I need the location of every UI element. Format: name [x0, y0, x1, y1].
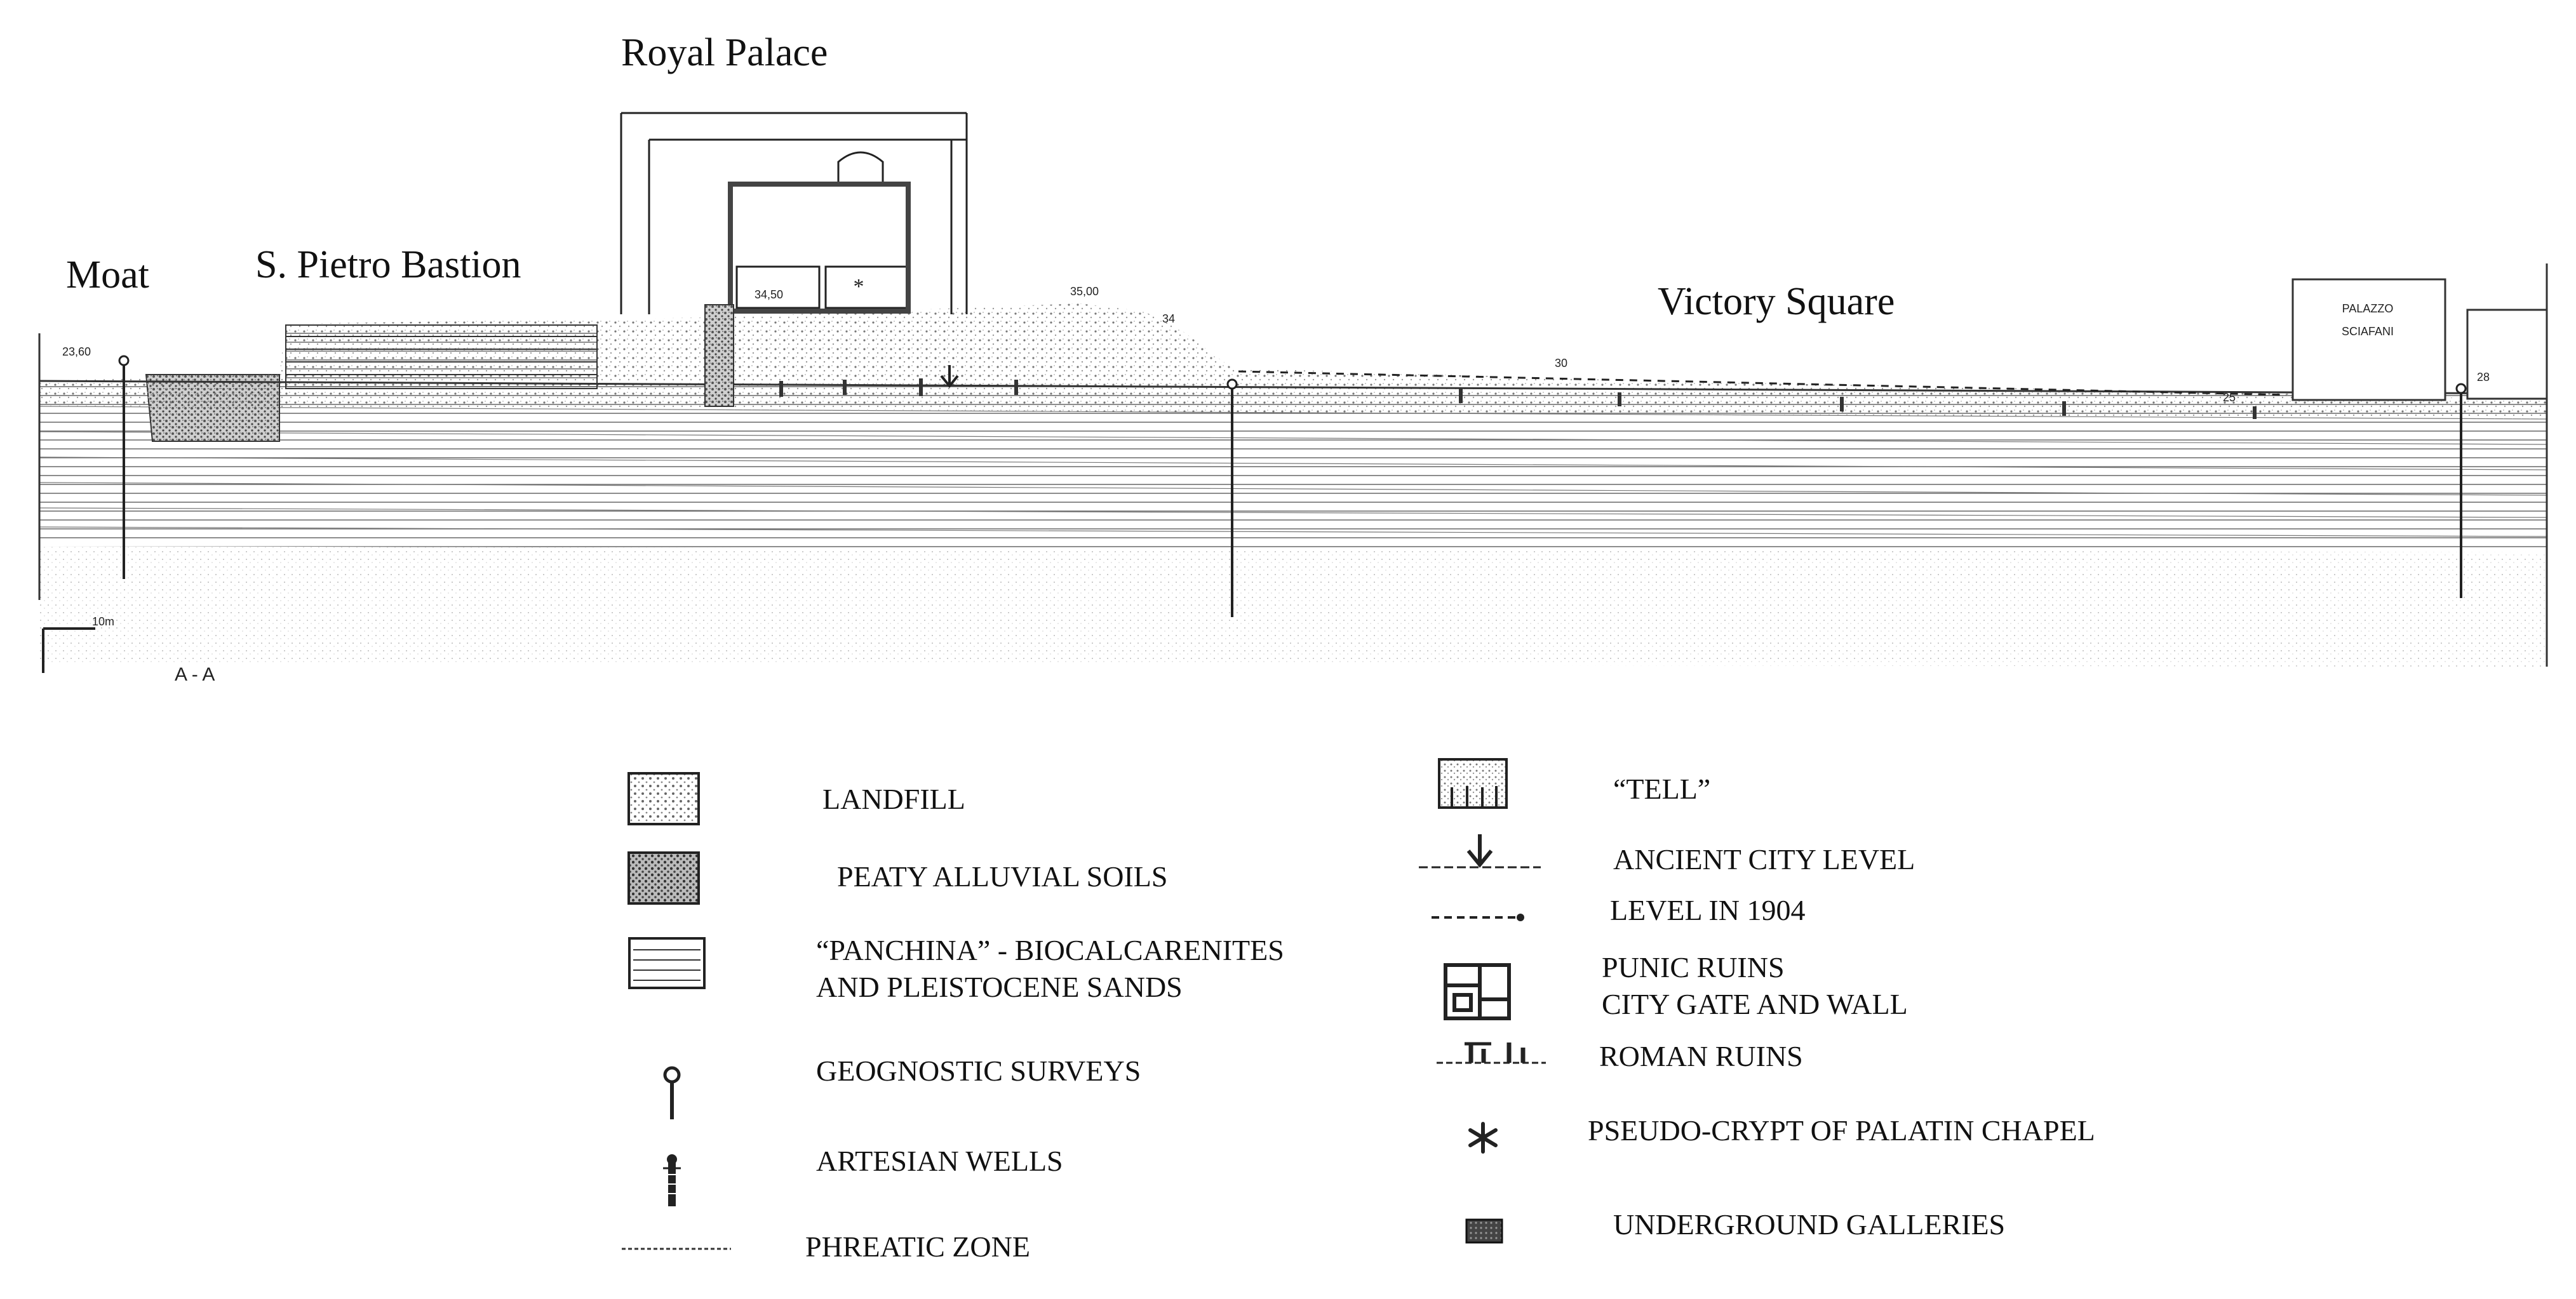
square-label: Victory Square	[1658, 280, 1895, 323]
legend-item-ancient-city-level: ANCIENT CITY LEVEL	[1613, 843, 1915, 876]
legend-item-peaty-soils: PEATY ALLUVIAL SOILS	[837, 860, 1168, 893]
crypt-asterisk-icon	[1468, 1122, 1498, 1154]
level-1904-icon	[1432, 914, 1524, 921]
legend-item-roman-ruins: ROMAN RUINS	[1599, 1040, 1803, 1072]
geological-cross-section: * PALAZZO SCIAFANI 23,60 34,50 35,00 34 …	[38, 112, 2548, 685]
legend-item-phreatic-zone: PHREATIC ZONE	[805, 1230, 1030, 1263]
scale-bar-label: 10m	[92, 615, 114, 628]
legend-item-artesian-wells: ARTESIAN WELLS	[816, 1145, 1063, 1177]
roman-ruins-icon	[1437, 1042, 1546, 1064]
elevation-label: 35,00	[1070, 285, 1099, 298]
geognostic-survey-icon	[663, 1066, 681, 1119]
legend-item-panchina-line-1: “PANCHINA” - BIOCALCARENITES	[816, 934, 1284, 966]
legend-item-geognostic-surveys: GEOGNOSTIC SURVEYS	[816, 1055, 1141, 1087]
palace-crypt-asterisk: *	[854, 275, 864, 298]
elevation-label: 25	[2223, 391, 2236, 404]
moat-label: Moat	[66, 253, 149, 296]
palace-label: Royal Palace	[621, 31, 828, 74]
phreatic-line-icon	[622, 1248, 731, 1250]
punic-ruins-icon	[1444, 963, 1511, 1020]
section-mark: A - A	[175, 664, 215, 685]
legend-item-landfill: LANDFILL	[822, 783, 965, 815]
panchina-swatch-icon	[628, 937, 706, 989]
elevation-label: 34,50	[755, 288, 783, 301]
elevation-label: 28	[2477, 371, 2490, 383]
bastion-label: S. Pietro Bastion	[255, 243, 521, 286]
palazzo-label-line-2: SCIAFANI	[2342, 325, 2394, 338]
palazzo-label-line-1: PALAZZO	[2342, 302, 2394, 315]
landfill-swatch-icon	[627, 772, 700, 825]
elevation-label: 30	[1555, 357, 1567, 370]
legend-item-level-1904: LEVEL IN 1904	[1610, 894, 1806, 926]
elevation-label: 23,60	[62, 345, 91, 358]
legend-item-punic-ruins-line-2: CITY GATE AND WALL	[1602, 988, 1908, 1020]
tell-swatch-icon	[1438, 758, 1508, 809]
underground-gallery-icon	[1465, 1218, 1503, 1244]
legend-item-punic-ruins-line-1: PUNIC RUINS	[1602, 951, 1785, 983]
legend-item-pseudo-crypt: PSEUDO-CRYPT OF PALATIN CHAPEL	[1588, 1114, 2095, 1147]
ancient-level-icon	[1419, 834, 1541, 869]
elevation-label: 34	[1162, 312, 1175, 325]
peaty-soil-swatch-icon	[627, 851, 700, 905]
legend-item-underground-galleries: UNDERGROUND GALLERIES	[1613, 1208, 2006, 1241]
legend-item-tell: “TELL”	[1613, 773, 1711, 805]
artesian-well-icon	[663, 1154, 681, 1206]
legend-item-panchina-line-2: AND PLEISTOCENE SANDS	[816, 971, 1183, 1003]
